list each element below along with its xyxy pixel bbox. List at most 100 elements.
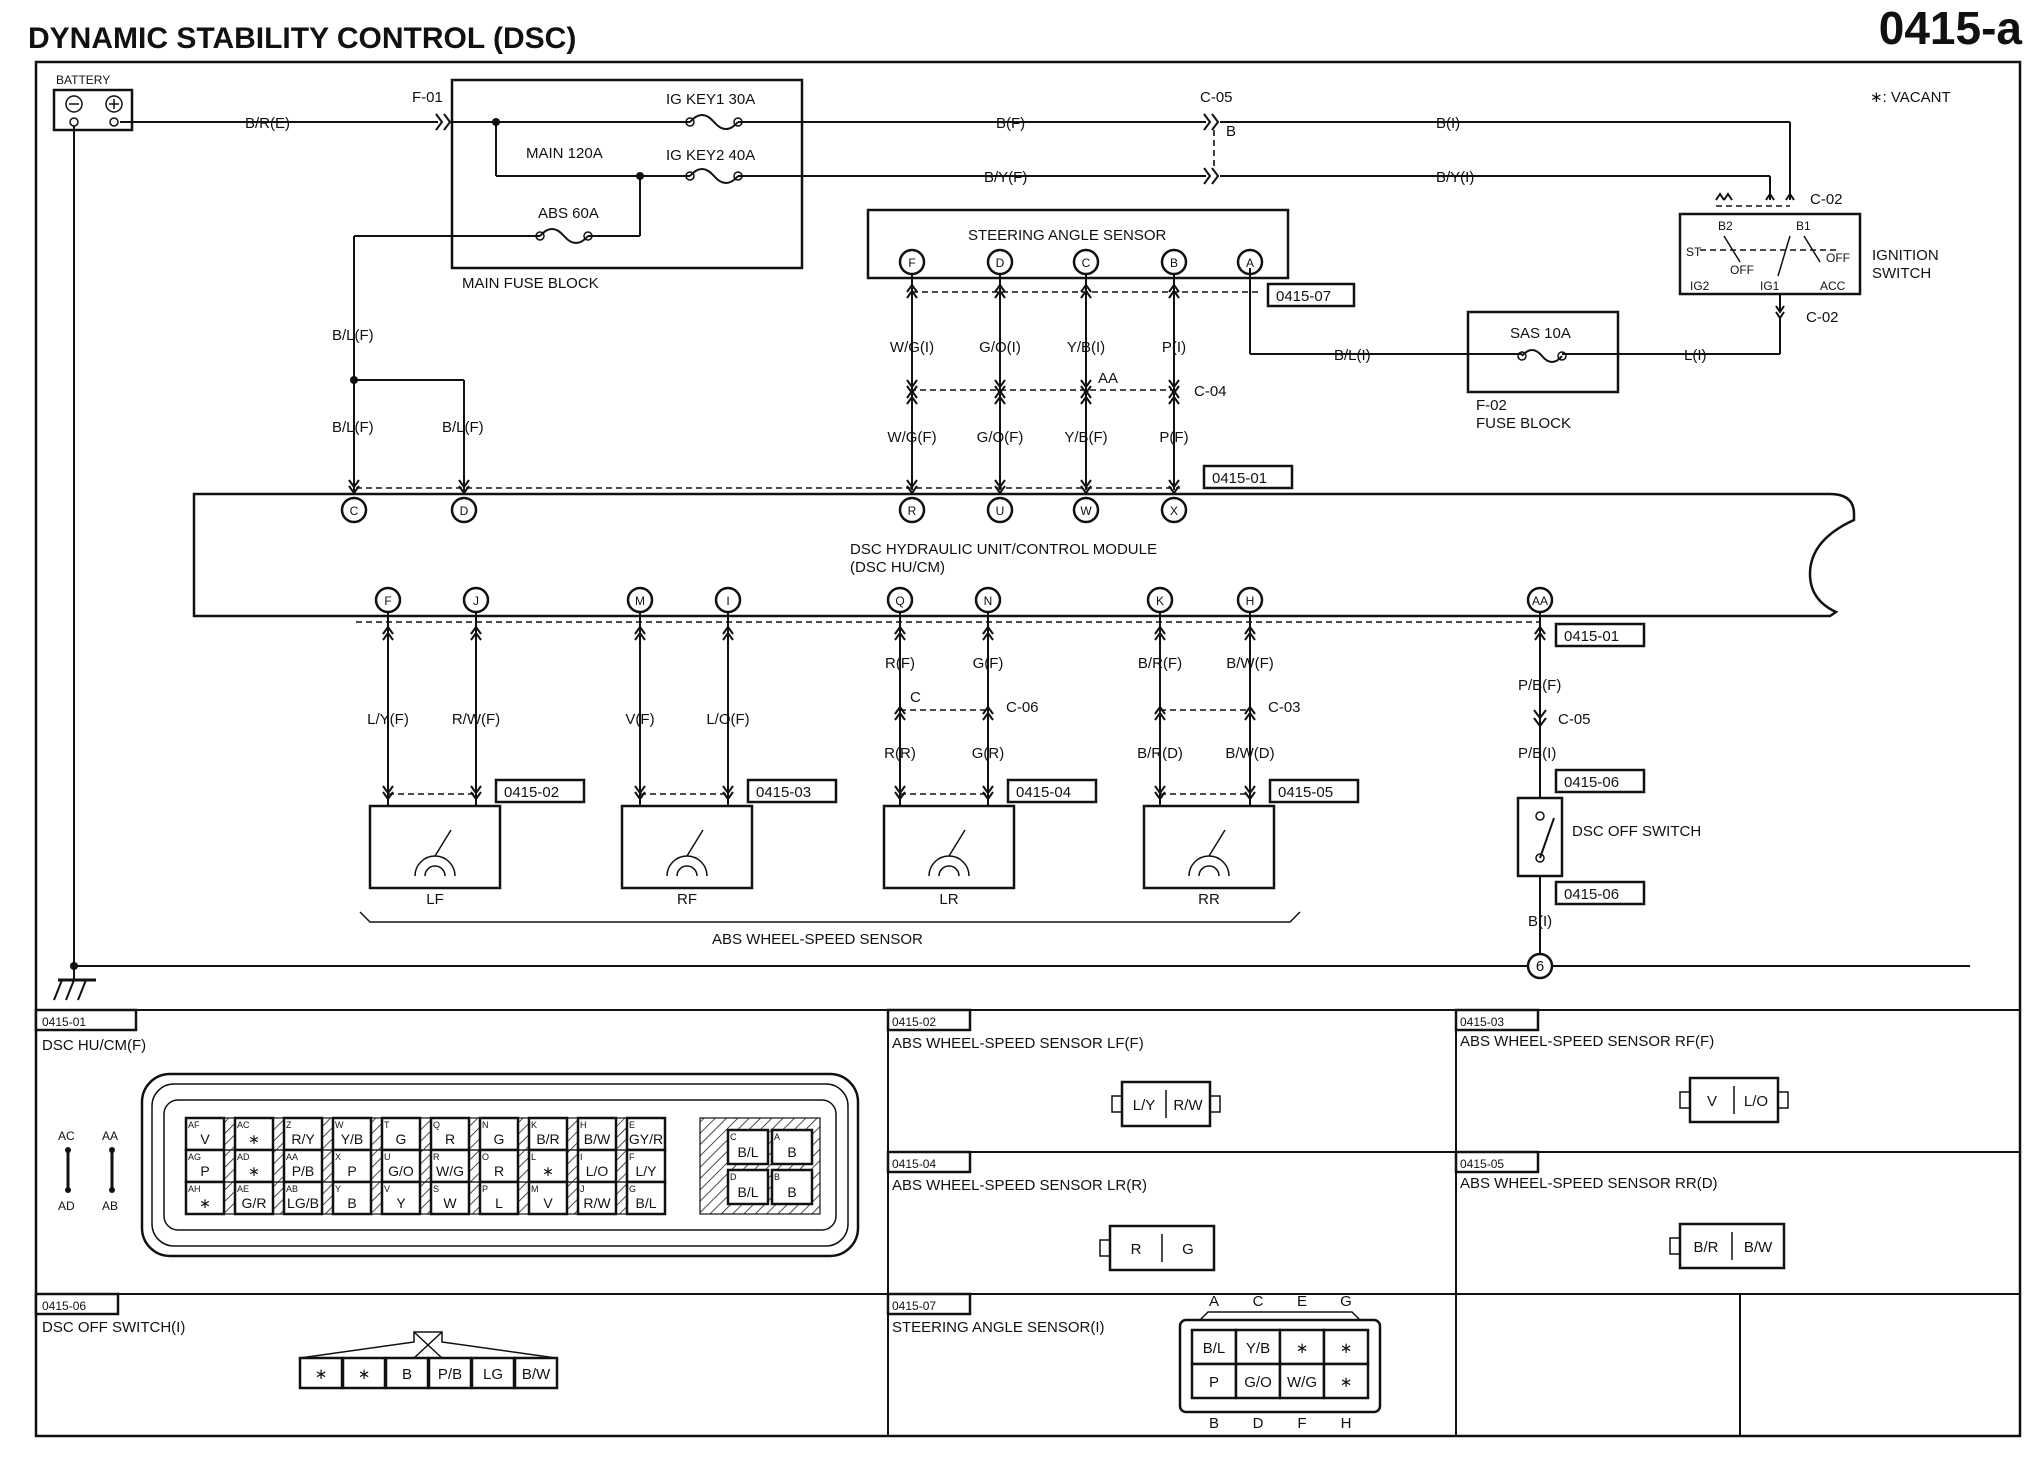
dsc-hu-cm xyxy=(192,492,1856,618)
sas-wire-top-1: G/O(I) xyxy=(979,339,1021,356)
steering-sensor-name: STEERING ANGLE SENSOR xyxy=(968,227,1167,244)
ground-6: 6 xyxy=(1536,958,1544,975)
svg-text:AB: AB xyxy=(102,1199,118,1213)
sensor-rr-ref: 0415-05 xyxy=(1278,784,1333,801)
svg-text:OFF: OFF xyxy=(1826,251,1850,265)
fuse-main: MAIN 120A xyxy=(526,145,603,162)
sensor-rf-w1: V(F) xyxy=(625,711,654,728)
fuse-ig-key2: IG KEY2 40A xyxy=(666,147,755,164)
c0407-cell xyxy=(1190,1362,1238,1400)
main-fuse-block xyxy=(450,78,804,270)
dsc-off-switch-label: DSC OFF SWITCH xyxy=(1572,823,1701,840)
steering-c04: C-04 xyxy=(1194,383,1227,400)
c0401-pin: Y xyxy=(335,1184,341,1194)
svg-text:0415-04: 0415-04 xyxy=(892,1157,936,1171)
sensor-rr-w3: B/R(D) xyxy=(1137,745,1183,762)
module-top-pin-x-label: X xyxy=(1170,504,1178,518)
sensor-lr-w4: G(R) xyxy=(972,745,1005,762)
svg-text:B/W: B/W xyxy=(1744,1239,1773,1256)
svg-text:AD: AD xyxy=(58,1199,75,1213)
sas-fuse-label: FUSE BLOCK xyxy=(1476,415,1571,432)
module-top-pin-d-label: D xyxy=(460,504,469,518)
c0401-wire: P xyxy=(347,1163,356,1179)
c0401-pin: AD xyxy=(237,1152,250,1162)
c0401-wire: V xyxy=(543,1195,553,1211)
c0401-wire: R/W xyxy=(583,1195,611,1211)
c0401-pin: V xyxy=(384,1184,390,1194)
c0406-wire: ∗ xyxy=(315,1366,328,1383)
svg-text:IG1: IG1 xyxy=(1760,279,1780,293)
c0401-wire: W/G xyxy=(436,1163,464,1179)
c0401-pin: M xyxy=(531,1184,539,1194)
svg-text:ACC: ACC xyxy=(1820,279,1846,293)
sensor-rr-name: RR xyxy=(1198,891,1220,908)
wire-pb-i: P/B(I) xyxy=(1518,745,1556,762)
sensor-lf-ref: 0415-02 xyxy=(504,784,559,801)
module-top-pin-w xyxy=(1072,496,1100,524)
c0401-pin: J xyxy=(580,1184,585,1194)
c0401-right-cell xyxy=(726,1128,770,1166)
c0401-pin: T xyxy=(384,1120,390,1130)
c0407-wire: B/L xyxy=(1203,1340,1226,1357)
c0401-wire: ∗ xyxy=(248,1163,260,1179)
module-bottom-pin-aa-label: AA xyxy=(1532,594,1548,608)
c0401-pin: Z xyxy=(286,1120,292,1130)
c0401-wire: B/R xyxy=(536,1131,559,1147)
sensor-lr-c: C xyxy=(910,689,921,706)
c0401-pin: AE xyxy=(237,1184,249,1194)
c0401-pin: AH xyxy=(188,1184,201,1194)
c0401-cell xyxy=(576,1148,618,1184)
c0401-wire: G xyxy=(396,1131,407,1147)
wire-bl-i: B/L(I) xyxy=(1334,347,1371,364)
c0401-wire: Y/B xyxy=(341,1131,364,1147)
c0401-right-cell xyxy=(770,1128,814,1166)
module-bottom-pin-h-label: H xyxy=(1246,594,1255,608)
c0401-pin: O xyxy=(482,1152,489,1162)
ignition-label-1: IGNITION xyxy=(1872,247,1939,264)
sensor-rr-w2: B/W(F) xyxy=(1226,655,1273,672)
module-name-1: DSC HYDRAULIC UNIT/CONTROL MODULE xyxy=(850,541,1157,558)
c0406-wire: P/B xyxy=(438,1366,462,1383)
c0401-cell xyxy=(478,1180,520,1216)
ignition-label-2: SWITCH xyxy=(1872,265,1931,282)
sensor-rr-w1: B/R(F) xyxy=(1138,655,1182,672)
c0401-pin: N xyxy=(482,1120,489,1130)
svg-text:IG2: IG2 xyxy=(1690,279,1710,293)
sensor-lr xyxy=(882,804,1016,890)
c0407-wire: G/O xyxy=(1244,1374,1272,1391)
c0407-top-letter: G xyxy=(1340,1293,1352,1310)
c0401-cell xyxy=(331,1180,373,1216)
c0401-cell xyxy=(527,1116,569,1152)
c02-top: C-02 xyxy=(1810,191,1843,208)
c0401-cell xyxy=(429,1116,471,1152)
sensor-lf xyxy=(368,804,502,890)
abs-sensor-group-label: ABS WHEEL-SPEED SENSOR xyxy=(712,931,923,948)
sas-wire-bottom-3: P(F) xyxy=(1159,429,1188,446)
ref-0415-01-aa: 0415-01 xyxy=(1564,628,1619,645)
c0401-cell xyxy=(576,1180,618,1216)
module-top-pin-w-label: W xyxy=(1080,504,1092,518)
c0401-pin: AG xyxy=(188,1152,201,1162)
f01-label: F-01 xyxy=(412,89,443,106)
c0401-wire: GY/R xyxy=(629,1131,663,1147)
c0407-top-letter: E xyxy=(1297,1293,1307,1310)
c0401-pin: AB xyxy=(286,1184,298,1194)
c0401-cell xyxy=(331,1116,373,1152)
module-top-pin-x xyxy=(1160,496,1188,524)
ref-0415-01-top xyxy=(1202,464,1294,490)
conn-0415-06-title: DSC OFF SWITCH(I) xyxy=(42,1319,185,1336)
conn-0415-02-title: ABS WHEEL-SPEED SENSOR LF(F) xyxy=(892,1035,1144,1052)
sensor-rf xyxy=(620,804,754,890)
module-bottom-pin-j-label: J xyxy=(473,594,479,608)
c0407-cell xyxy=(1322,1362,1370,1400)
module-top-pin-u xyxy=(986,496,1014,524)
sas-pin-d-label: D xyxy=(996,256,1005,270)
c0406-cell xyxy=(513,1356,559,1390)
svg-text:V: V xyxy=(1707,1093,1717,1110)
c0401-wire: R/Y xyxy=(291,1131,315,1147)
c0401-cell xyxy=(625,1180,667,1216)
c0401-wire: R xyxy=(494,1163,504,1179)
sas-wire-bottom-1: G/O(F) xyxy=(977,429,1024,446)
outer-frame xyxy=(34,60,2022,1438)
page-id: 0415-a xyxy=(1879,2,2023,54)
